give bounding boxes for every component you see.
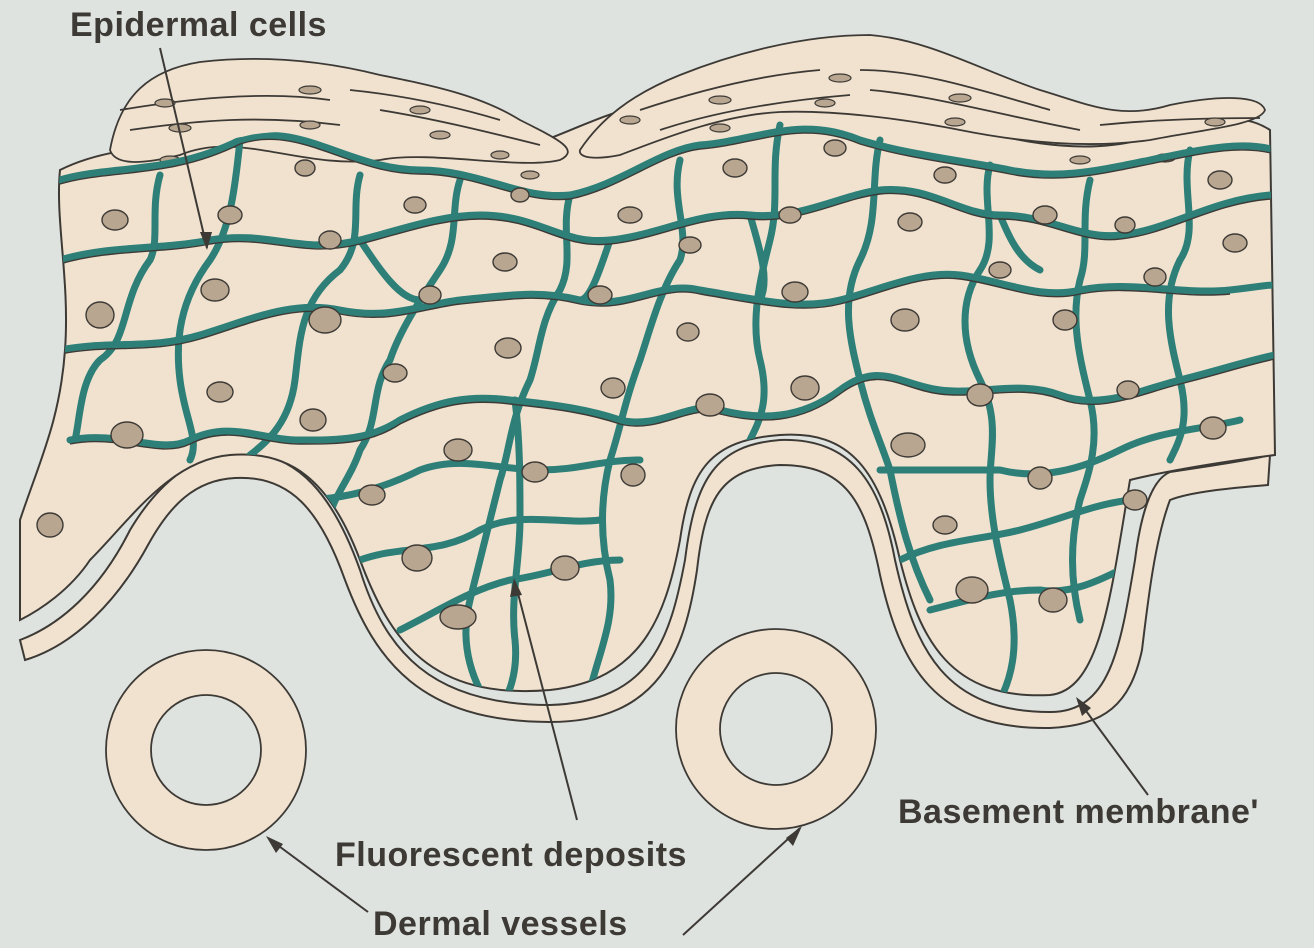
dermal-vessel-ring-icon [106,650,306,850]
label-epidermal-cells: Epidermal cells [70,6,327,45]
label-basement-membrane: Basement membrane' [898,793,1259,832]
label-dermal-vessels: Dermal vessels [373,905,628,944]
dermal-vessel-ring-icon [676,629,876,829]
label-fluorescent-deposits: Fluorescent deposits [335,836,687,875]
